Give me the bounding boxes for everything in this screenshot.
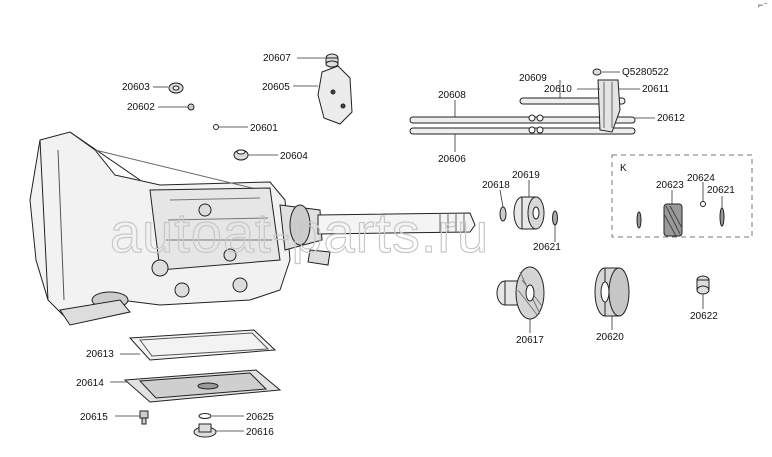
part-20617-gear [496, 266, 545, 320]
part-20613-gasket [128, 329, 277, 361]
part-20622-nut [696, 275, 710, 295]
label-20608[interactable]: 20608 [438, 90, 466, 101]
label-20617[interactable]: 20617 [516, 335, 544, 346]
label-20625[interactable]: 20625 [246, 412, 274, 423]
part-20621-clip-kit-b [719, 207, 725, 227]
part-20620-gear [594, 267, 630, 317]
label-20606[interactable]: 20606 [438, 154, 466, 165]
part-20605-bracket [317, 65, 353, 125]
label-20613[interactable]: 20613 [86, 349, 114, 360]
part-20623-gear [663, 203, 683, 237]
label-20618[interactable]: 20618 [482, 180, 510, 191]
part-20615-bolt [139, 410, 149, 425]
transmission-housing [29, 131, 331, 326]
label-20623[interactable]: 20623 [656, 180, 684, 191]
label-20614[interactable]: 20614 [76, 378, 104, 389]
part-Q5280522-pin [592, 68, 602, 76]
part-20621-clip-lower [552, 210, 558, 226]
label-20615[interactable]: 20615 [80, 412, 108, 423]
label-kit: K [620, 163, 627, 174]
part-20625-washer [198, 413, 212, 419]
label-20624[interactable]: 20624 [687, 173, 715, 184]
corner-mark: ⌐⁻ [757, 0, 768, 10]
label-20610[interactable]: 20610 [544, 84, 572, 95]
label-Q5280522[interactable]: Q5280522 [622, 67, 669, 78]
label-20612[interactable]: 20612 [657, 113, 685, 124]
part-20616-drain-plug [193, 423, 217, 438]
part-20619-bearing [513, 196, 545, 230]
label-20616[interactable]: 20616 [246, 427, 274, 438]
label-20620[interactable]: 20620 [596, 332, 624, 343]
label-20622[interactable]: 20622 [690, 311, 718, 322]
shift-rails [409, 79, 636, 135]
part-labels: 20607 20603 20605 20602 20601 20604 2060… [76, 53, 735, 438]
label-20604[interactable]: 20604 [280, 151, 308, 162]
label-20611[interactable]: 20611 [642, 84, 670, 95]
part-20621-clip-kit-a [636, 211, 642, 229]
part-20607-cap [325, 53, 339, 68]
part-20614-oil-pan [123, 369, 282, 403]
label-20621-shaft[interactable]: 20621 [533, 242, 561, 253]
part-20618-ring [499, 206, 507, 222]
label-20609[interactable]: 20609 [519, 73, 547, 84]
label-20607[interactable]: 20607 [263, 53, 291, 64]
label-20601[interactable]: 20601 [250, 123, 278, 134]
watermark-text: autoat-parts.ru [110, 201, 489, 264]
label-20619[interactable]: 20619 [512, 170, 540, 181]
part-20601-ring [213, 124, 219, 130]
part-20624-ring [700, 201, 706, 207]
kit-box [611, 154, 753, 238]
label-20603[interactable]: 20603 [122, 82, 150, 93]
leader-lines [110, 57, 723, 432]
label-20621-kit[interactable]: 20621 [707, 185, 735, 196]
part-20604-plug [233, 149, 249, 161]
label-20602[interactable]: 20602 [127, 102, 155, 113]
part-20602-pin [187, 103, 195, 111]
label-20605[interactable]: 20605 [262, 82, 290, 93]
output-shaft [317, 212, 476, 235]
part-20603-nut [168, 82, 184, 94]
